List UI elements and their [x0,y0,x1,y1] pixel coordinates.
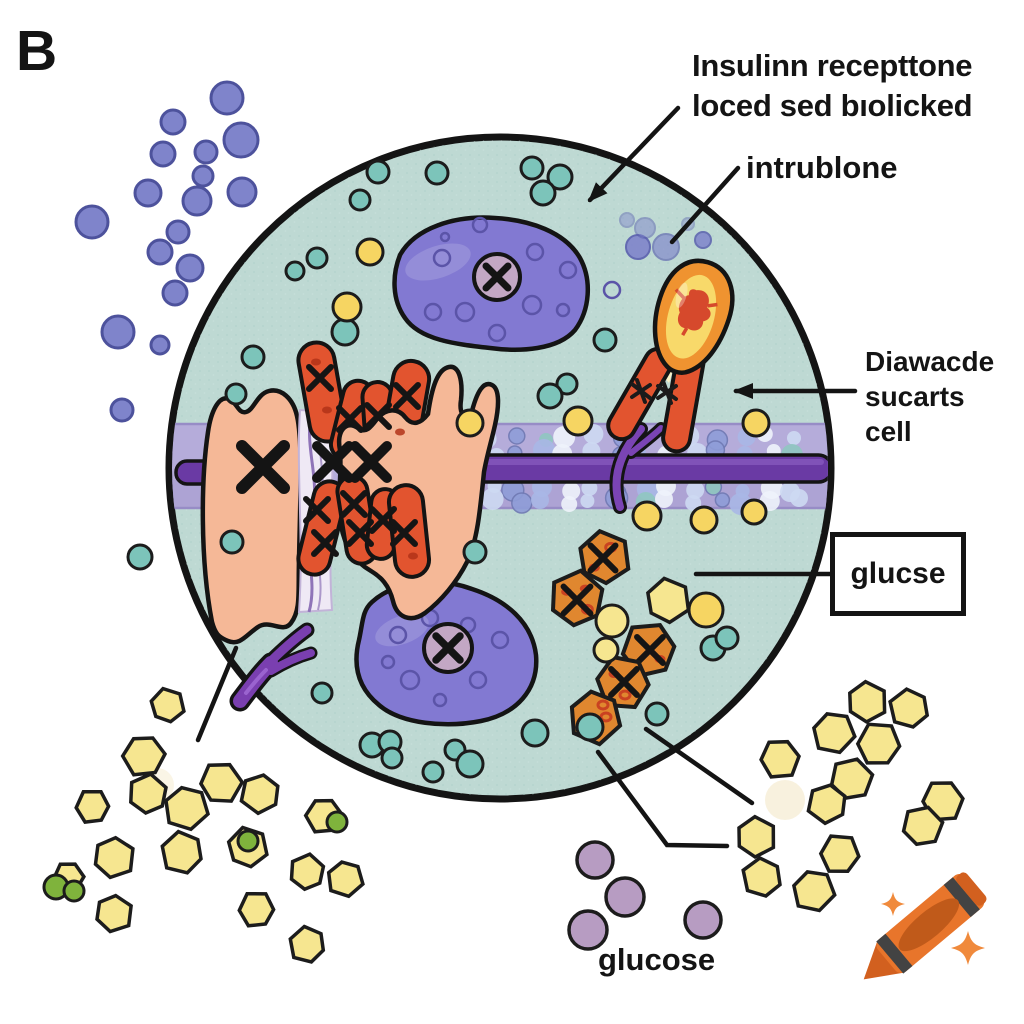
glucose-purple-circles [567,840,723,951]
label-glucose: glucose [598,942,716,977]
crayon-icon [863,872,987,980]
nucleus-top [392,215,622,352]
glucose-box-label: glucse [830,532,966,616]
teal-molecules [126,155,740,784]
bound-insulin [677,289,711,331]
label-insulin: intrublone [746,150,898,185]
green-molecules [42,810,349,903]
chain-yellow-molecules [592,576,691,664]
label-diabetic-cell: Diawacde sucarts cell [865,344,994,449]
receptor-fragment [229,622,318,712]
label-line: sucarts [865,381,965,412]
panel-label: B [16,19,58,83]
x-mark [236,440,290,494]
insulin-receptor [606,258,735,514]
ghost-hexagon [765,780,805,820]
label-line: cell [865,416,912,447]
sparkle-icon [881,892,905,916]
insulin-receptor-head [652,258,735,375]
x-mark [432,632,464,664]
x-mark [350,441,392,483]
sparkle-icon [951,931,985,965]
x-mark [482,262,512,292]
x-mark [656,379,678,405]
receptor-anchor [612,425,645,511]
label-line: Insulinn recepttone [692,48,973,83]
label-receptor-blocked: Insulinn recepttone loced sed bıolicked [692,46,973,126]
yellow-molecules [331,237,771,629]
x-mark [312,441,354,483]
rod-x-marks [303,358,421,560]
transporter-left [200,388,303,645]
glucose-hexagons-bottom-right [737,679,965,913]
x-mark [630,378,652,404]
label-line: Diawacde [865,346,995,377]
pointer-lines [195,105,858,849]
insulin-molecules-inside [619,212,712,261]
label-line: loced sed bıolicked [692,88,973,123]
label-text: glucse [850,557,946,590]
insulin-molecules-outside [74,80,260,423]
